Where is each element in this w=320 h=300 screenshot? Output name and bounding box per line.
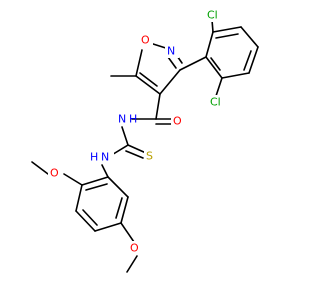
carbonyl-oxygen-label: O [173,115,182,128]
bond-n-c3 [167,56,177,69]
amide-hydrogen-label: H [129,113,137,126]
bond-ar2-c [75,210,96,232]
bond-cs-s [127,144,147,154]
molecule-structure: O N Cl Cl O N H H N S O O [31,8,259,273]
bond-ar2-a-double [85,183,108,191]
bond-ar1-f-double [210,57,221,71]
bond-ar2-f [107,176,129,198]
atom-labels: O N Cl Cl O N H H N S O O [48,8,228,255]
bond-ar1-c [240,26,259,48]
bonds [31,19,259,273]
bond-methoxy-bottom-o [120,222,135,243]
bond-methoxy-top-me [31,161,49,175]
bond-c4-c5 [135,75,161,95]
thio-nitrogen-label: N [101,151,109,164]
chlorine-bottom-label: Cl [210,96,221,109]
bond-ar2-e-double [115,197,123,219]
bond-methoxy-bottom-me [126,255,138,273]
bond-ar2-c-double [82,209,98,226]
bond-cl-bottom [215,77,223,97]
bond-ar1-a [205,31,214,58]
bond-c3-aryl [179,56,207,71]
bond-ar2-e [120,196,129,224]
bond-ar1-b-double [215,33,239,39]
methoxy-top-oxygen-label: O [50,167,59,180]
bond-ar2-d [94,222,122,232]
amide-nitrogen-label: N [118,113,126,126]
bond-ar2-b [75,184,83,212]
bond-ar2-a [81,176,109,186]
bond-cs-s-double [125,150,144,159]
bond-nh2-aryl [101,164,109,178]
bond-methoxy-top-o [63,173,83,186]
bond-c4-c5-double [139,72,158,87]
thio-hydrogen-label: H [90,151,98,164]
molecule-diagram: O N Cl Cl O N H H N S O O [31,8,259,273]
bond-ar1-b [212,26,242,33]
bond-ar1-d [248,46,259,74]
sulfur-label: S [146,150,153,163]
bond-c3-c4 [159,69,181,95]
chlorine-top-label: Cl [207,9,218,22]
ring-nitrogen-label: N [167,45,175,58]
methoxy-bottom-oxygen-label: O [130,242,139,255]
bond-ar1-d-double [243,50,252,71]
bond-nh-cs [121,126,129,146]
bond-ar1-f [205,56,223,79]
ring-oxygen-label: O [141,34,150,47]
bond-ar1-e [221,72,250,79]
bond-c4-carbonyl [155,93,161,120]
bond-c5-o [135,49,143,77]
